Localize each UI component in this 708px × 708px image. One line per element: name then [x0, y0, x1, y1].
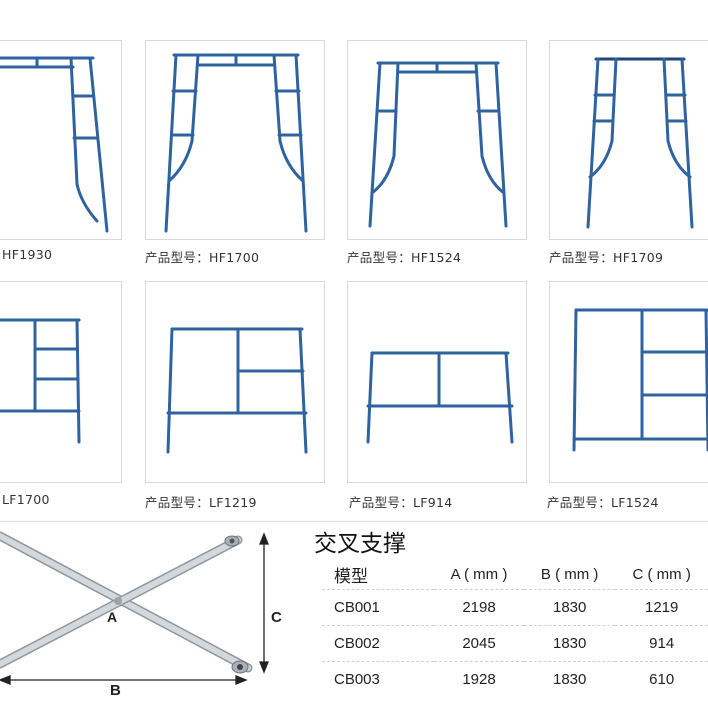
- product-card-hf1930[interactable]: [0, 40, 122, 240]
- brace-end-hole: [237, 664, 243, 670]
- product-card-lf1700[interactable]: [0, 281, 122, 483]
- product-caption-lf1219: 产品型号：LF1219: [145, 495, 257, 510]
- product-caption-lf914: 产品型号：LF914: [349, 495, 453, 510]
- table-header-row: 模型 A ( mm ) B ( mm ) C ( mm ): [322, 560, 708, 590]
- product-card-lf1219[interactable]: [145, 281, 325, 483]
- column-header-b: B ( mm ): [540, 566, 599, 583]
- product-card-hf1524[interactable]: [347, 40, 527, 240]
- product-caption-hf1930: HF1930: [2, 247, 53, 262]
- dimension-label-c: C: [271, 609, 282, 626]
- frame-lf914-image: [366, 351, 514, 444]
- product-card-lf914[interactable]: [347, 281, 527, 483]
- cell-a: 1928: [434, 661, 525, 697]
- product-card-lf1524[interactable]: [549, 281, 708, 483]
- frame-hf1524-image: [368, 61, 508, 228]
- cross-brace-title: 交叉支撑: [314, 531, 406, 557]
- product-caption-lf1700: LF1700: [2, 492, 50, 507]
- frame-hf1709-image: [586, 57, 694, 229]
- cell-c: 914: [615, 625, 708, 662]
- product-caption-hf1700: 产品型号：HF1700: [145, 250, 260, 265]
- brace-pivot-bolt: [114, 597, 122, 605]
- product-caption-hf1709: 产品型号：HF1709: [549, 250, 664, 265]
- cross-brace-diagram: A B C: [0, 531, 282, 699]
- section-divider: [0, 521, 708, 522]
- cell-b: 1830: [524, 589, 616, 626]
- frame-hf1930-image: [0, 56, 109, 233]
- cell-a: 2198: [434, 589, 525, 626]
- frame-lf1219-image: [166, 327, 308, 454]
- cell-model: CB001: [322, 589, 434, 626]
- frame-lf1700-image: [0, 318, 81, 444]
- table-row: CB002 2045 1830 914: [322, 625, 708, 662]
- dimension-label-a: A: [107, 609, 117, 625]
- dimension-label-b: B: [110, 682, 121, 699]
- product-caption-hf1524: 产品型号：HF1524: [347, 250, 462, 265]
- column-header-c: C ( mm ): [632, 566, 691, 583]
- cell-b: 1830: [524, 661, 616, 697]
- cell-b: 1830: [524, 625, 616, 662]
- product-caption-lf1524: 产品型号：LF1524: [547, 495, 659, 510]
- column-header-model: 模型: [334, 567, 368, 586]
- table-row: CB003 1928 1830 610: [322, 661, 708, 697]
- frame-hf1700-image: [164, 53, 308, 233]
- cell-a: 2045: [434, 625, 525, 662]
- cell-c: 1219: [615, 589, 708, 626]
- table-row: CB001 2198 1830 1219: [322, 589, 708, 626]
- product-card-hf1709[interactable]: [549, 40, 708, 240]
- cell-model: CB002: [322, 625, 434, 662]
- column-header-a: A ( mm ): [450, 566, 508, 583]
- frame-lf1524-image: [572, 308, 708, 452]
- cell-c: 610: [615, 661, 708, 697]
- cell-model: CB003: [322, 661, 434, 697]
- cross-brace-spec-table: 模型 A ( mm ) B ( mm ) C ( mm ) CB001 2198…: [322, 560, 708, 697]
- product-card-hf1700[interactable]: [145, 40, 325, 240]
